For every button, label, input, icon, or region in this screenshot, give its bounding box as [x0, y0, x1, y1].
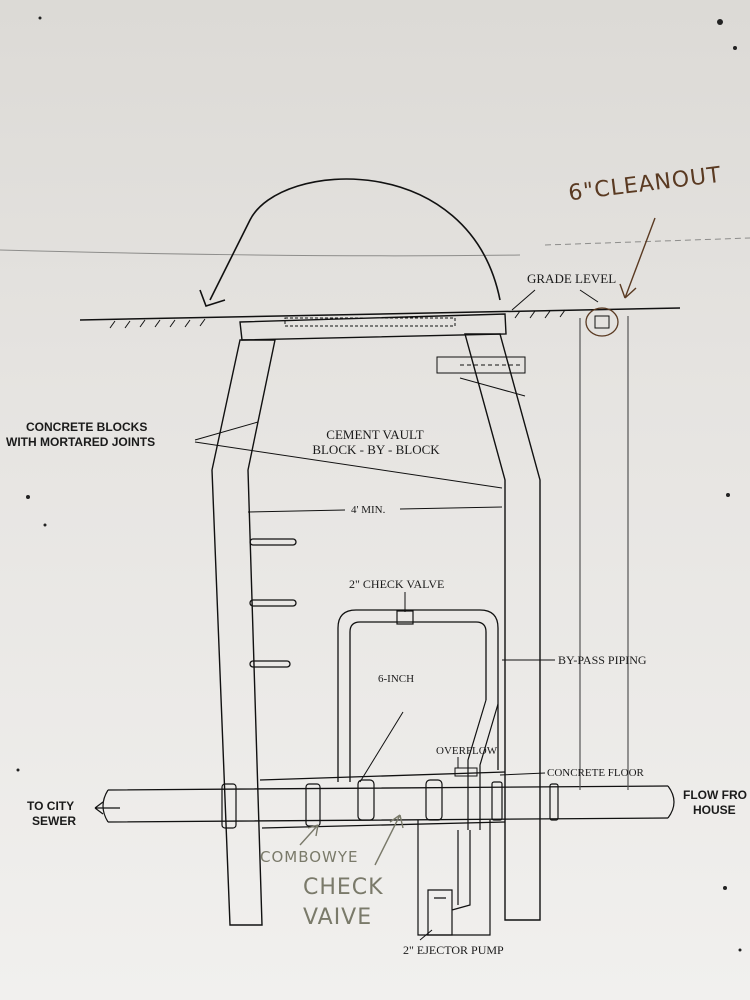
check-valve-handwritten-label-line1: CHECK: [303, 875, 384, 900]
leader-concrete-blocks-1: [194, 421, 259, 441]
check-valve-handwritten-label-line2: VAIVE: [303, 905, 373, 930]
combowye-hand-arrow: [299, 824, 319, 846]
vault-lid: [239, 313, 507, 341]
grade-level-label: GRADE LEVEL: [527, 271, 617, 286]
cleanout-cap: [594, 315, 610, 329]
bypass-pipe-inner: [349, 621, 487, 782]
wall-bracket: [436, 356, 526, 374]
flow-arrow-left: [94, 801, 120, 815]
cleanout-arrow: [619, 217, 656, 299]
concrete-blocks-label-line1: CONCRETE BLOCKS: [26, 420, 148, 434]
ejector-leader: [419, 929, 433, 941]
ladder-rungs: [249, 538, 297, 668]
pump-pit: [417, 820, 491, 936]
six-inch-pipe: [467, 699, 499, 830]
ejector-pump: [427, 830, 471, 936]
ejector-pump-label: 2" EJECTOR PUMP: [403, 943, 504, 957]
paper-fold-line: [0, 249, 521, 257]
cement-vault-label-line1: CEMENT VAULT: [326, 427, 424, 442]
six-inch-label: 6-INCH: [378, 673, 415, 685]
combo-wye-handwritten-label: COMBOWYE: [260, 848, 359, 866]
bypass-pipe-outer: [337, 609, 499, 782]
pipe-end-right: [667, 785, 675, 819]
leader-concrete-blocks-2: [194, 441, 503, 489]
leader-grade-2: [579, 289, 599, 303]
check-valve-hand-arrow: [374, 814, 404, 866]
leader-concrete-floor: [499, 772, 546, 776]
dim-line-right: [399, 506, 503, 510]
bracket-diagonal: [459, 377, 526, 397]
paper-specks: [16, 16, 742, 952]
right-wall: [464, 333, 541, 921]
min-width-label: 4' MIN.: [351, 504, 386, 516]
concrete-blocks-label-line2: WITH MORTARED JOINTS: [6, 435, 156, 449]
to-city-sewer-label-line2: SEWER: [32, 814, 77, 828]
flow-from-house-label-line2: HOUSE: [693, 803, 736, 817]
overflow-label: OVERFLOW: [436, 745, 498, 757]
flow-from-house-label-line1: FLOW FRO: [683, 788, 747, 802]
paper-fold-line-right: [544, 237, 750, 246]
concrete-floor-bottom: [261, 821, 506, 829]
six-inch-pointer: [359, 711, 404, 783]
dirt-arc-arrowhead: [199, 289, 226, 307]
left-wall: [211, 339, 276, 926]
to-city-sewer-label-line1: TO CITY: [27, 799, 75, 813]
leader-grade: [511, 289, 536, 311]
cleanout-riser: [579, 316, 629, 790]
pipe-couplings: [221, 779, 559, 829]
concrete-floor-label: CONCRETE FLOOR: [547, 767, 644, 779]
cement-vault-label-line2: BLOCK - BY - BLOCK: [312, 442, 440, 457]
cleanout-circle: [585, 307, 619, 337]
concrete-floor-top: [259, 771, 506, 781]
overflow-box: [454, 767, 478, 777]
grade-hatching: [109, 309, 566, 329]
lid-grate: [284, 317, 456, 327]
grade-line: [79, 307, 681, 321]
dim-line-left: [247, 509, 346, 513]
pipe-end-left: [102, 789, 109, 823]
bypass-piping-label: BY-PASS PIPING: [558, 653, 647, 667]
main-pipe: [107, 785, 669, 823]
check-valve-2in-label: 2" CHECK VALVE: [349, 577, 445, 591]
dirt-arc-arrow: [209, 178, 501, 301]
